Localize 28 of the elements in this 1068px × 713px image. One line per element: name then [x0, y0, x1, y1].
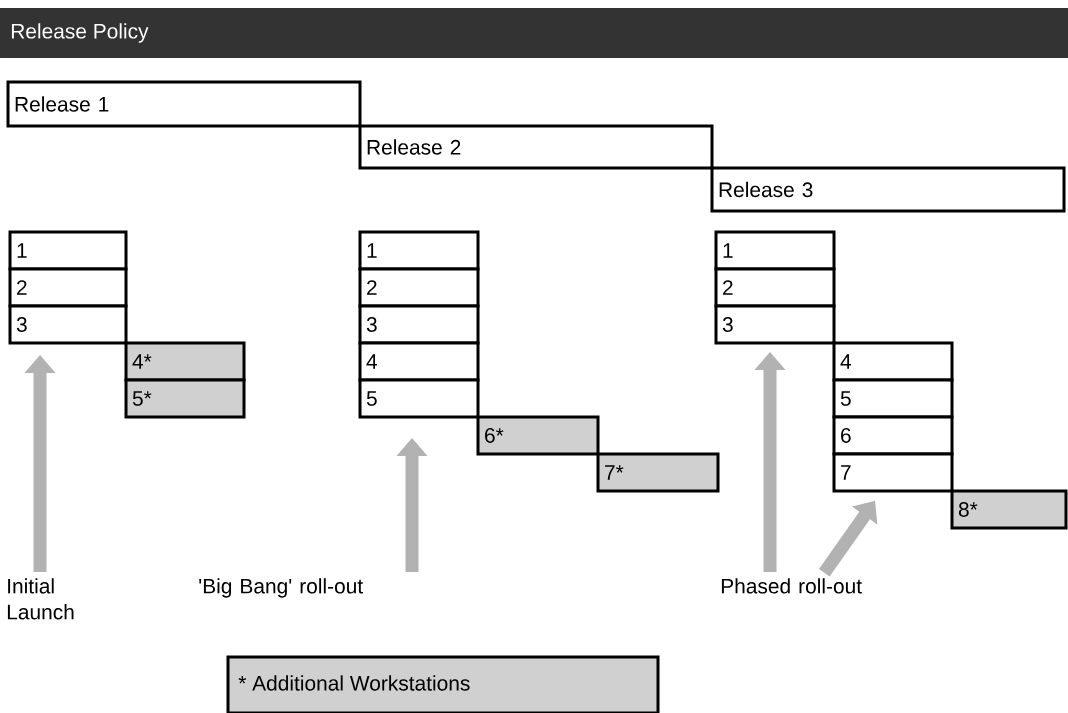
workstation-box: 8*	[950, 489, 1068, 530]
workstation-box: 7	[832, 452, 954, 493]
workstation-box: 2	[714, 267, 836, 308]
workstation-box: 4*	[124, 341, 246, 382]
workstation-box: 2	[8, 267, 128, 308]
workstation-box: 7*	[596, 452, 720, 493]
release-box: Release 1	[6, 80, 362, 128]
workstation-box: 5*	[124, 378, 246, 419]
workstation-box: 1	[714, 230, 836, 271]
legend-box: * Additional Workstations	[226, 655, 660, 713]
release-box: Release 2	[358, 124, 714, 170]
workstation-box: 1	[358, 230, 480, 271]
workstation-box: 4	[832, 341, 954, 382]
title-bar: Release Policy	[0, 8, 1068, 58]
workstation-box: 3	[714, 304, 836, 345]
rollout-label: 'Big Bang' roll-out	[199, 578, 363, 598]
workstation-box: 6	[832, 415, 954, 456]
workstation-box: 3	[8, 304, 128, 345]
workstation-box: 4	[358, 341, 480, 382]
rollout-label: Phased roll-out	[721, 578, 862, 594]
workstation-box: 1	[8, 230, 128, 271]
release-box: Release 3	[710, 166, 1066, 213]
workstation-box: 6*	[476, 415, 600, 456]
rollout-label: Initial Launch	[7, 578, 74, 620]
workstation-box: 5	[832, 378, 954, 419]
workstation-box: 5	[358, 378, 480, 419]
workstation-box: 3	[358, 304, 480, 345]
workstation-box: 2	[358, 267, 480, 308]
